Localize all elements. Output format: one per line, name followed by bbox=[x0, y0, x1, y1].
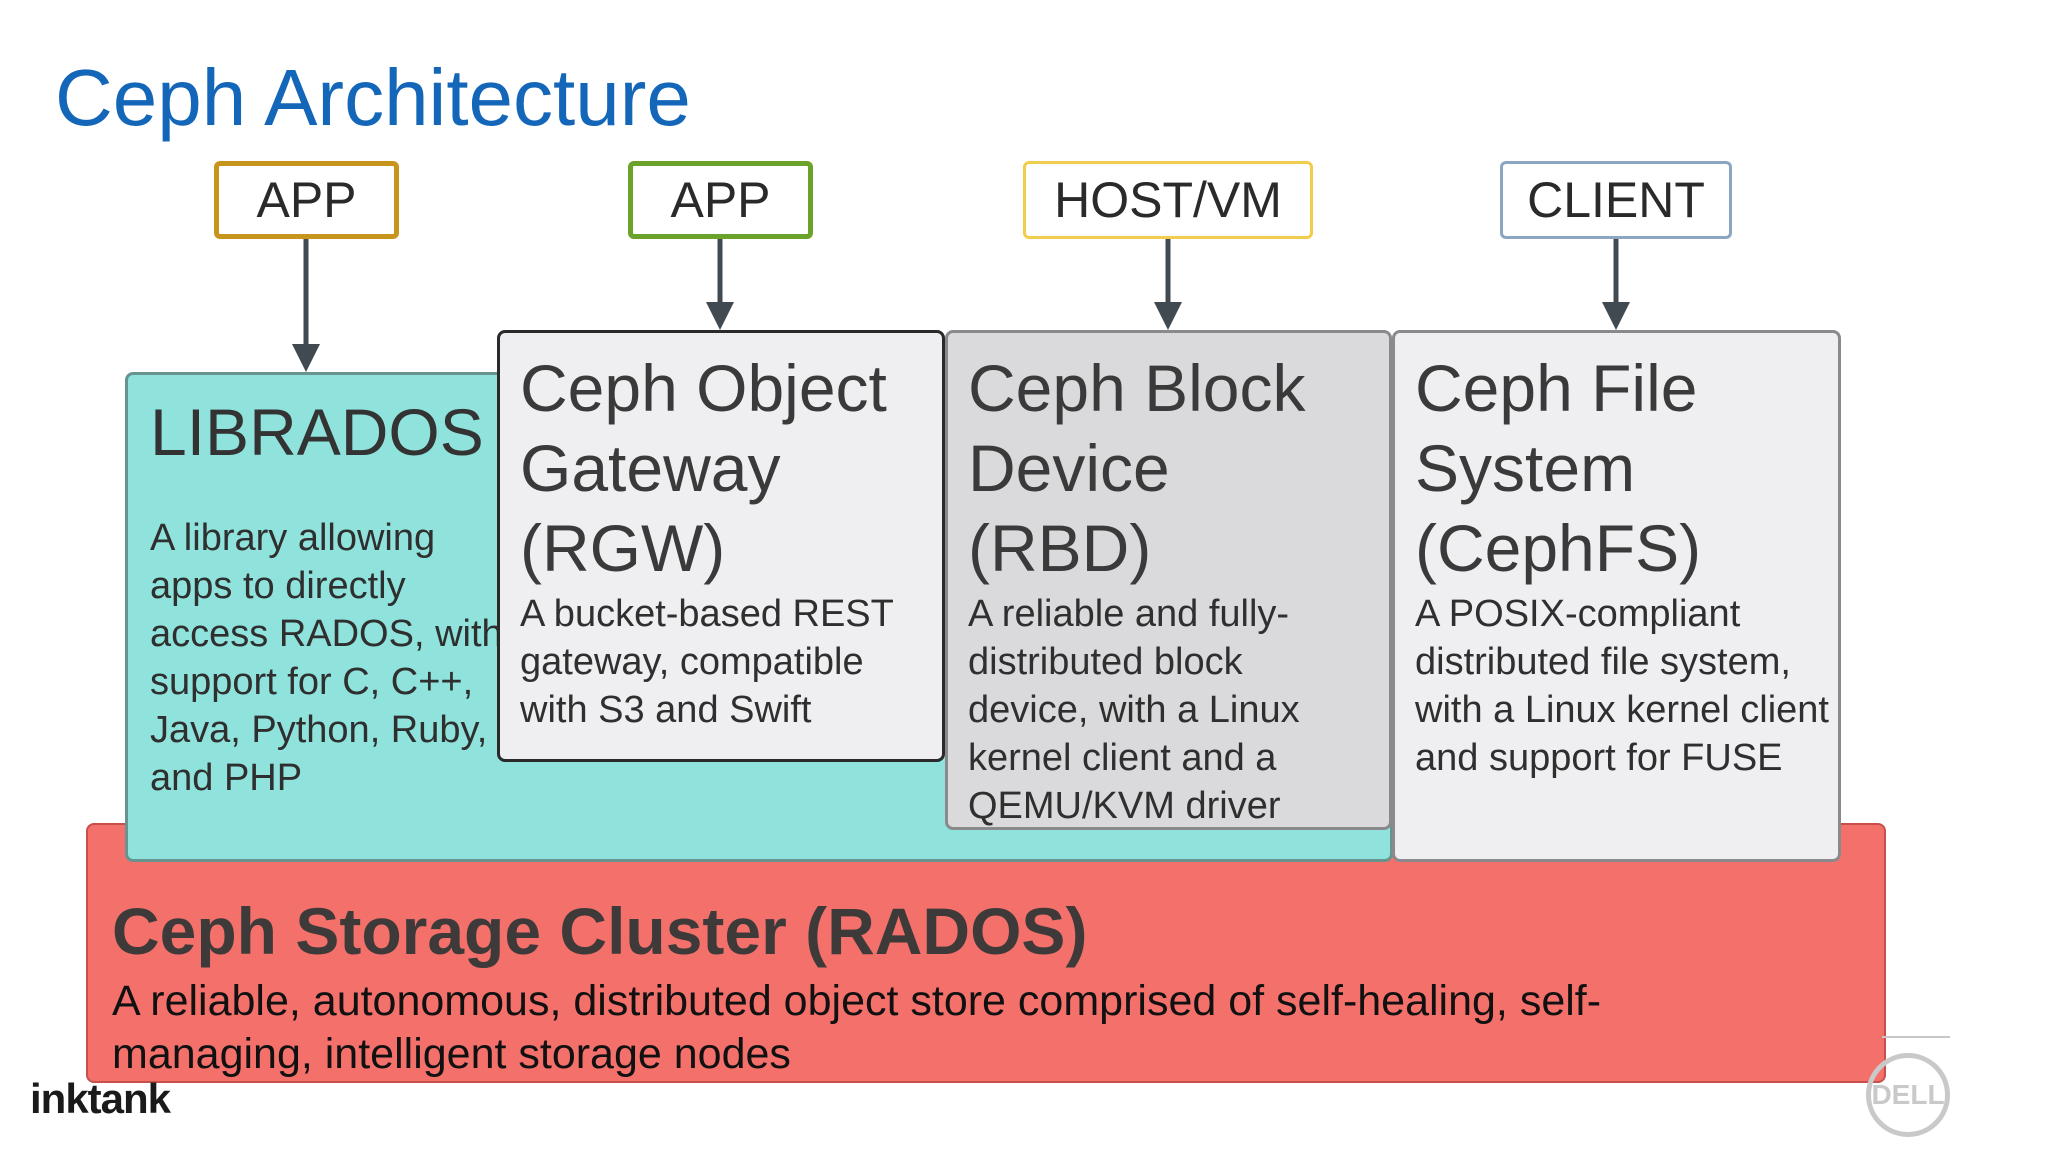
divider-line bbox=[1882, 1036, 1950, 1038]
rbd-title: Ceph Block Device (RBD) bbox=[968, 351, 1306, 585]
rgw-description: A bucket-based REST gateway, compatible … bbox=[520, 593, 894, 731]
arrow-host-to-rbd bbox=[1154, 239, 1182, 330]
app-box-rgw: APP bbox=[628, 161, 813, 239]
cephfs-card bbox=[1392, 330, 1841, 862]
rados-cluster-block bbox=[86, 823, 1886, 1083]
dell-logo: DELL bbox=[1866, 1053, 1950, 1137]
rbd-description: A reliable and fully-distributed block d… bbox=[968, 593, 1300, 827]
inktank-logo: inktank bbox=[30, 1075, 171, 1122]
rbd-card bbox=[945, 330, 1392, 830]
client-box: CLIENT bbox=[1500, 161, 1732, 239]
host-vm-box: HOST/VM bbox=[1023, 161, 1313, 239]
rados-title: Ceph Storage Cluster (RADOS) bbox=[112, 894, 1088, 968]
arrow-app-to-librados bbox=[292, 239, 320, 372]
rgw-title: Ceph Object Gateway (RGW) bbox=[520, 351, 887, 585]
app-box-librados: APP bbox=[214, 161, 399, 239]
rgw-card bbox=[497, 330, 945, 762]
arrow-app-to-rgw bbox=[706, 239, 734, 330]
librados-title: LIBRADOS bbox=[150, 395, 484, 469]
client-label: CLIENT bbox=[1527, 172, 1705, 228]
rados-description: A reliable, autonomous, distributed obje… bbox=[112, 977, 1602, 1078]
librados-description: A library allowing apps to directly acce… bbox=[150, 517, 503, 799]
host-vm-label: HOST/VM bbox=[1054, 172, 1282, 228]
cephfs-description: A POSIX-compliant distributed file syste… bbox=[1415, 593, 1829, 779]
app-box-label: APP bbox=[670, 172, 771, 228]
dell-logo-text: DELL bbox=[1871, 1079, 1945, 1110]
arrow-client-to-cephfs bbox=[1602, 239, 1630, 330]
page-title: Ceph Architecture bbox=[55, 53, 691, 142]
cephfs-title: Ceph File System (CephFS) bbox=[1415, 351, 1702, 585]
app-box-label: APP bbox=[256, 172, 357, 228]
